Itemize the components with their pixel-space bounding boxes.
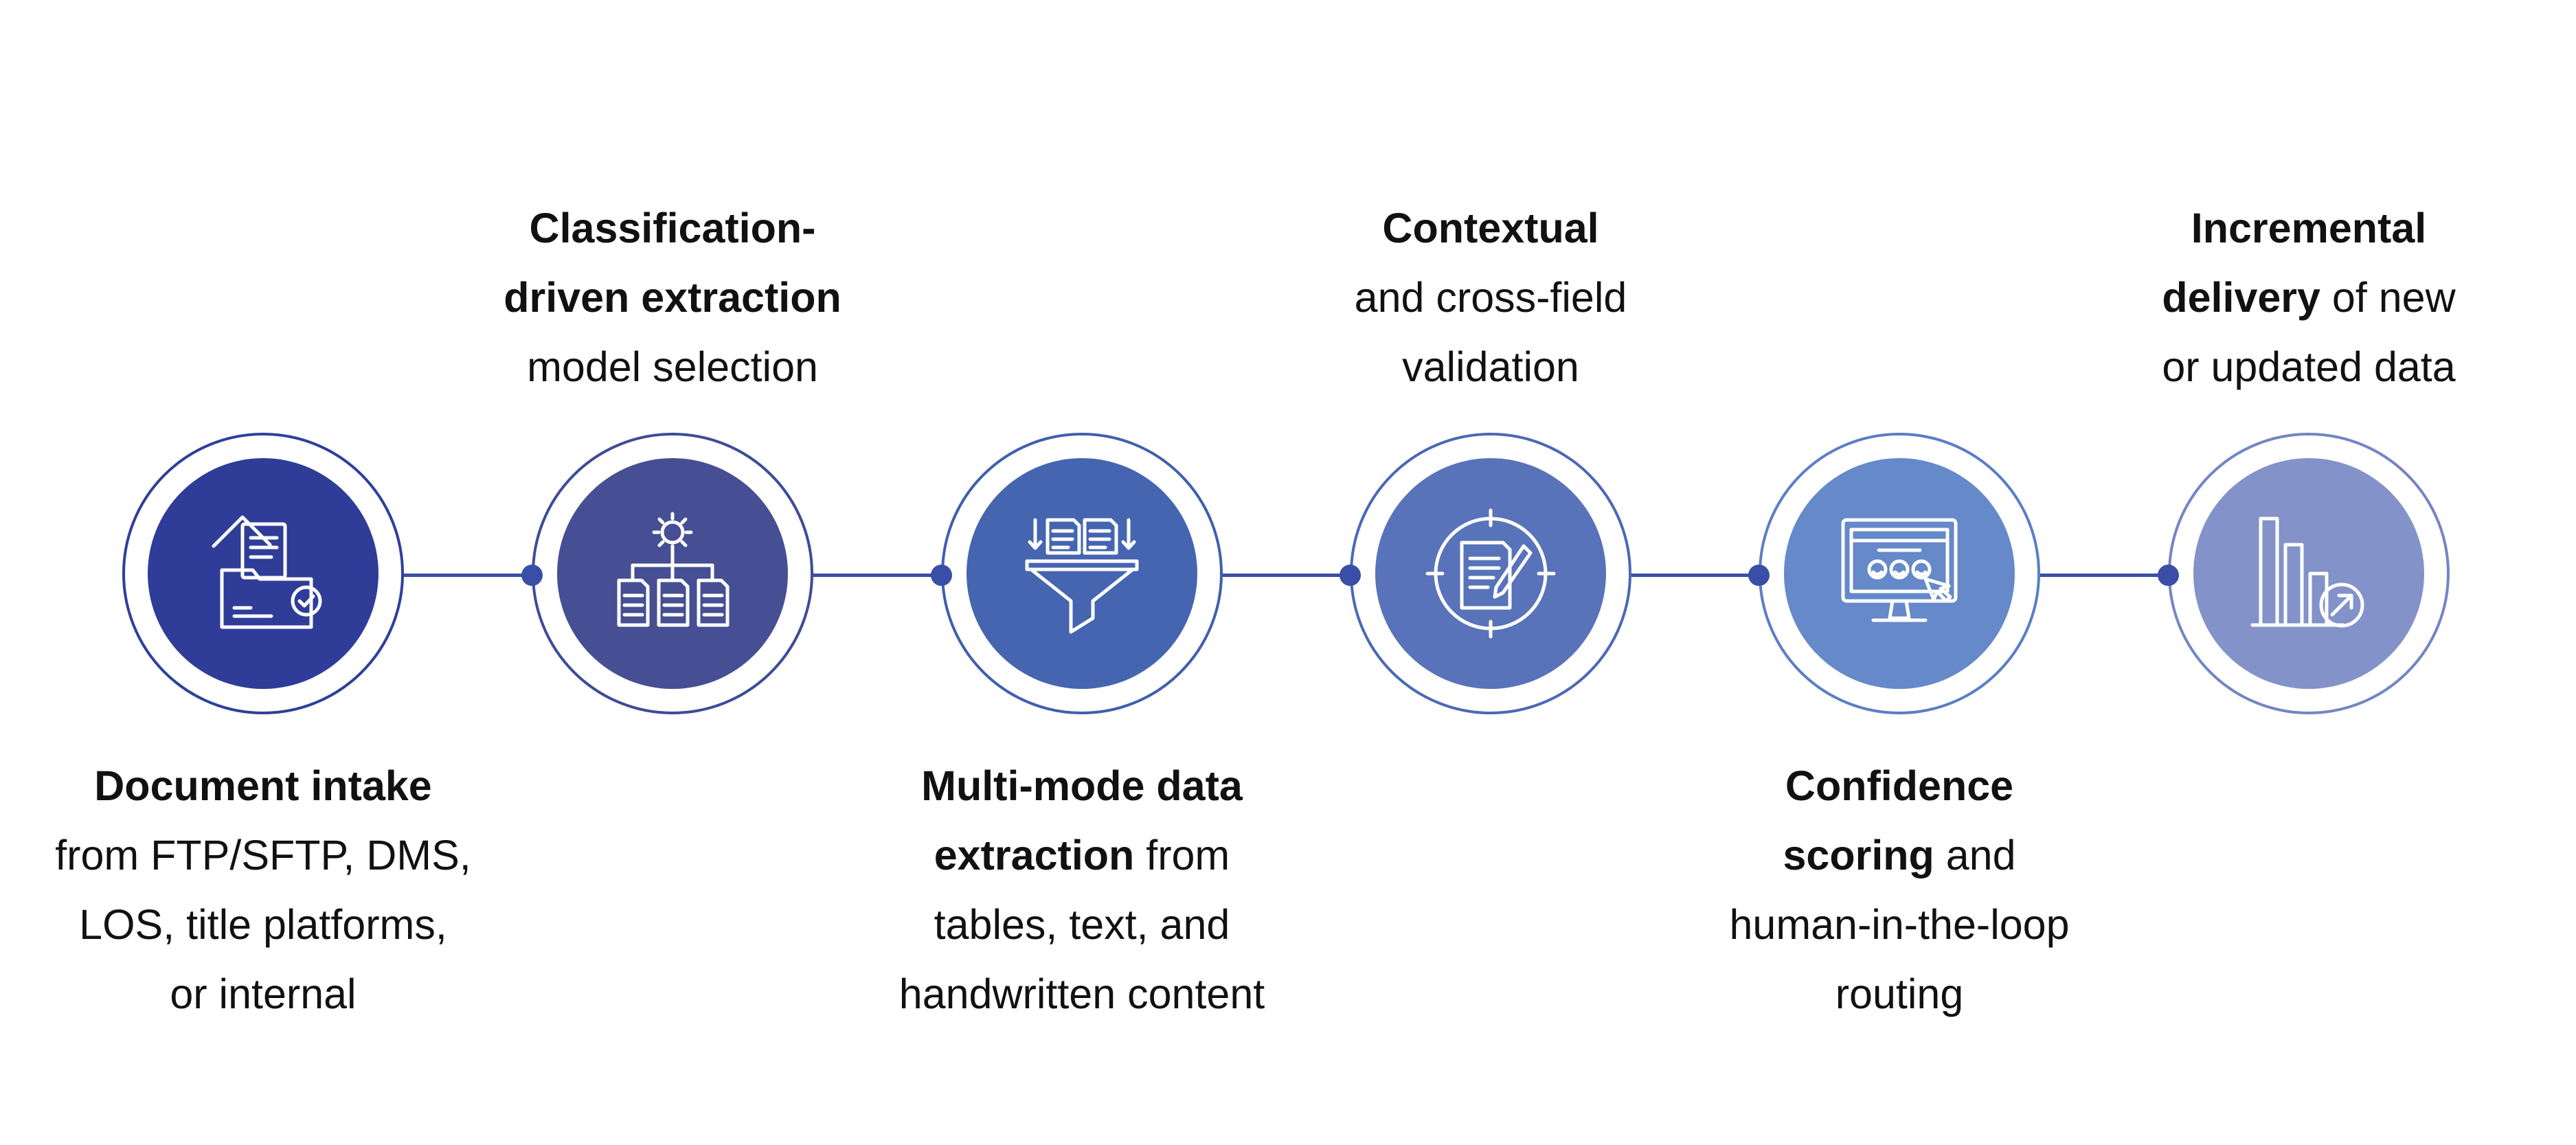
label-text: from FTP/SFTP, DMS,: [55, 832, 471, 878]
connector-line: [1223, 574, 1350, 577]
label-bold-text: Confidence: [1785, 762, 2014, 809]
label-line: or updated data: [2068, 332, 2549, 402]
label-line: Multi-mode data: [841, 751, 1322, 821]
label-bold-text: Document intake: [94, 762, 432, 809]
label-line: scoring and: [1659, 821, 2140, 890]
step-ring-document-intake: [122, 433, 404, 714]
label-line: from FTP/SFTP, DMS,: [23, 821, 504, 890]
monitor-rating-faces-icon: [1841, 518, 1958, 622]
label-line: Incremental: [2068, 194, 2549, 263]
label-line: and cross-field: [1250, 263, 1731, 332]
label-line: tables, text, and: [841, 890, 1322, 960]
label-bold-text: delivery: [2162, 274, 2320, 321]
connector-dot: [1748, 565, 1770, 586]
label-line: Classification-: [432, 194, 913, 263]
label-bold-text: Contextual: [1382, 205, 1599, 251]
connector-line: [813, 574, 941, 577]
step-label-incremental-delivery: Incremental delivery of new or updated dat…: [2068, 194, 2549, 402]
label-text: and cross-field: [1354, 274, 1627, 321]
document-folder-check-icon: [212, 515, 322, 629]
connector-dot: [2158, 565, 2179, 586]
step-ring-multi-mode-data-extraction: [941, 433, 1223, 714]
label-text: from: [1134, 832, 1230, 878]
label-text: of new: [2320, 274, 2456, 321]
label-bold-text: Classification-: [529, 205, 816, 251]
label-text: model selection: [527, 343, 818, 390]
label-line: model selection: [432, 332, 913, 402]
step-label-document-intake: Document intake from FTP/SFTP, DMS, LOS, t…: [23, 751, 504, 1029]
label-line: validation: [1250, 332, 1731, 402]
step-circle-multi-mode-data-extraction: [967, 458, 1197, 689]
label-line: handwritten content: [841, 960, 1322, 1029]
step-label-multi-mode-data-extraction: Multi-mode data extraction from tables, te…: [841, 751, 1322, 1029]
label-text: validation: [1402, 343, 1579, 390]
label-text: handwritten content: [899, 971, 1265, 1017]
label-line: Document intake: [23, 751, 504, 821]
funnel-documents-icon: [1025, 518, 1139, 634]
connector-dot: [521, 565, 543, 586]
document-pen-target-icon: [1425, 508, 1556, 639]
step-circle-confidence-scoring: [1784, 458, 2015, 689]
label-text: human-in-the-loop: [1729, 901, 2070, 948]
step-label-classification-driven-extraction: Classification-driven extraction model se…: [432, 194, 913, 402]
label-line: LOS, title platforms,: [23, 890, 504, 960]
label-text: or updated data: [2162, 343, 2456, 390]
bar-chart-export-icon: [2250, 517, 2364, 628]
label-text: tables, text, and: [934, 901, 1230, 948]
step-circle-document-intake: [148, 458, 379, 689]
label-line: routing: [1659, 960, 2140, 1029]
label-bold-text: Incremental: [2191, 205, 2427, 251]
connector-dot: [931, 565, 952, 586]
label-text: routing: [1835, 971, 1964, 1017]
label-bold-text: Multi-mode data: [921, 762, 1243, 809]
step-label-confidence-scoring: Confidence scoring and human-in-the-loop ro…: [1659, 751, 2140, 1029]
label-line: or internal: [23, 960, 504, 1029]
label-line: extraction from: [841, 821, 1322, 890]
step-circle-classification-driven-extraction: [557, 458, 788, 689]
label-line: delivery of new: [2068, 263, 2549, 332]
label-line: human-in-the-loop: [1659, 890, 2140, 960]
label-bold-text: driven extraction: [504, 274, 841, 321]
step-ring-classification-driven-extraction: [532, 433, 813, 714]
label-text: and: [1934, 832, 2016, 878]
step-circle-contextual-validation: [1375, 458, 1606, 689]
step-label-contextual-validation: Contextual and cross-field validation: [1250, 194, 1731, 402]
step-ring-contextual-validation: [1350, 433, 1631, 714]
connector-line: [2040, 574, 2168, 577]
connector-line: [1631, 574, 1759, 577]
label-line: driven extraction: [432, 263, 913, 332]
label-bold-text: extraction: [934, 832, 1135, 878]
label-text: LOS, title platforms,: [79, 901, 447, 948]
connector-dot: [1340, 565, 1361, 586]
label-bold-text: scoring: [1783, 832, 1934, 878]
step-ring-incremental-delivery: [2168, 433, 2450, 714]
step-ring-confidence-scoring: [1759, 433, 2040, 714]
gear-documents-hierarchy-icon: [617, 512, 730, 627]
label-line: Contextual: [1250, 194, 1731, 263]
label-line: Confidence: [1659, 751, 2140, 821]
connector-line: [404, 574, 532, 577]
label-text: or internal: [170, 971, 357, 1017]
step-circle-incremental-delivery: [2193, 458, 2424, 689]
